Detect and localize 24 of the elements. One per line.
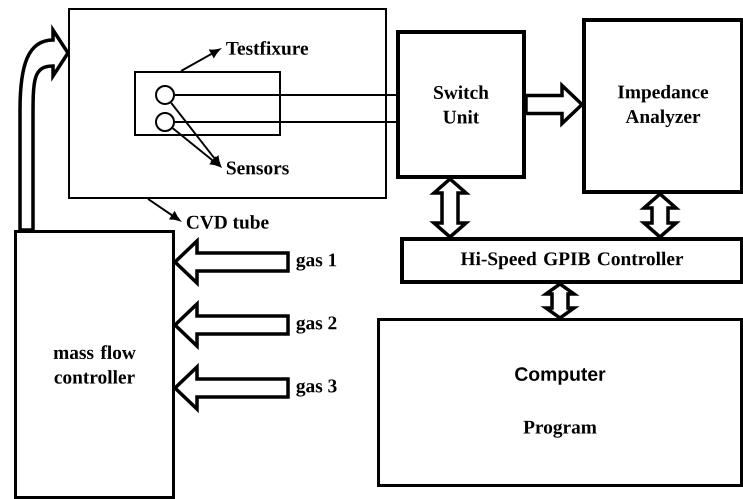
block-arrow — [172, 362, 290, 414]
gas-label: gas 3 — [296, 379, 337, 397]
process-box: Impedance Analyzer — [582, 18, 743, 194]
process-box: Computer Program — [377, 318, 743, 487]
gas-label: gas 1 — [296, 253, 336, 270]
block-arrow — [172, 236, 290, 288]
wire — [175, 121, 396, 123]
gas-label: gas 2 — [296, 316, 336, 334]
leader-label: Sensors — [226, 162, 289, 174]
fixture-box — [134, 71, 281, 136]
wire — [175, 94, 396, 96]
leader-label: CVD tube — [186, 215, 269, 229]
block-arrow — [172, 300, 290, 350]
leader-line — [180, 48, 220, 72]
process-box: mass flow controller — [14, 230, 175, 499]
process-box: Switch Unit — [396, 30, 526, 179]
sensor-circle — [155, 112, 175, 132]
process-box: Hi-Speed GPIB Controller — [400, 237, 743, 284]
sensor-circle — [155, 85, 175, 105]
block-arrow — [524, 81, 585, 128]
leader-line — [147, 198, 180, 221]
leader-line — [172, 128, 220, 167]
leader-label: Testfixure — [226, 41, 308, 55]
tube-box — [68, 8, 387, 199]
